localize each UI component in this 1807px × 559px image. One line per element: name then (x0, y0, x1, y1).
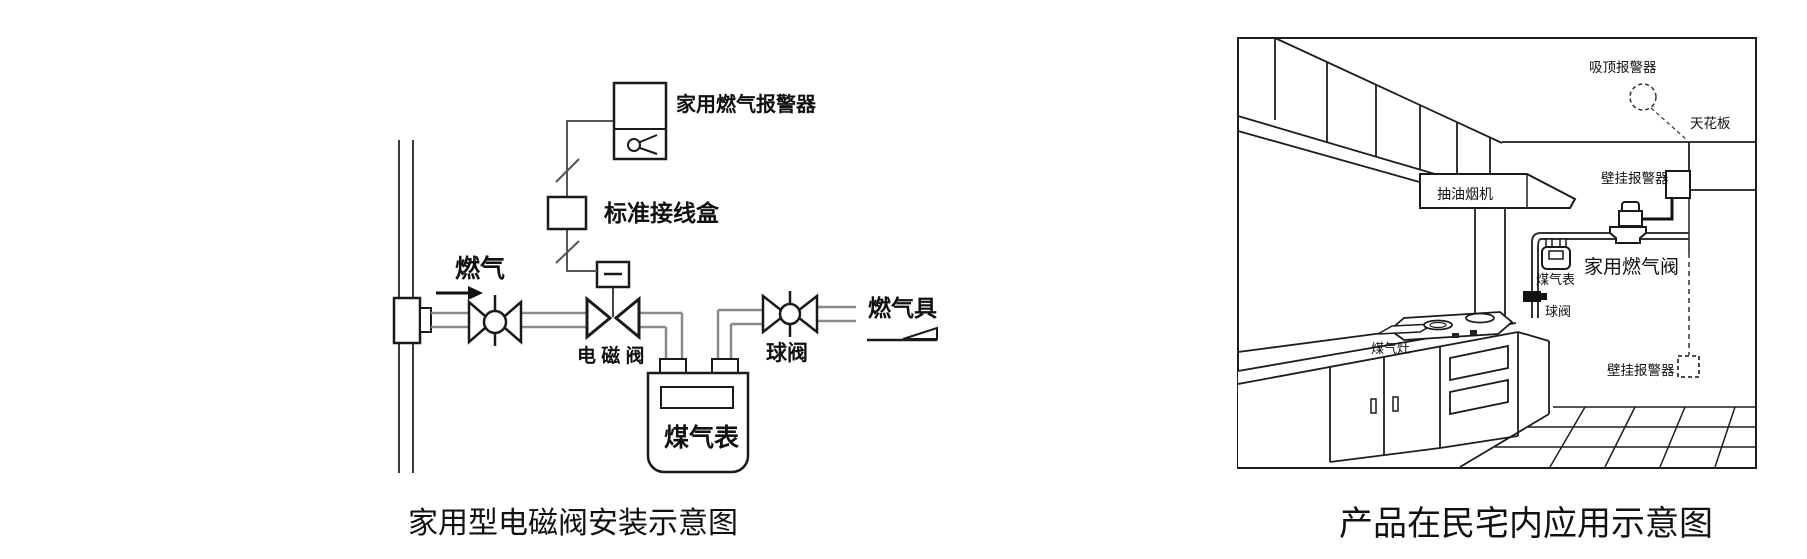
kitchen-ball-valve (1523, 291, 1547, 302)
junction-box-label: 标准接线盒 (604, 200, 720, 226)
floor-alarm (1677, 355, 1700, 378)
household-gas-valve (1609, 199, 1674, 244)
ceiling-label: 天花板 (1690, 116, 1731, 131)
right-caption: 产品在民宅内应用示意图 (1339, 505, 1713, 543)
ceiling-alarm-label: 吸顶报警器 (1589, 60, 1657, 75)
gas-stove (1377, 311, 1514, 341)
solenoid-valve (585, 287, 641, 341)
wall-alarm-label: 壁挂报警器 (1601, 171, 1669, 186)
door-handle (1370, 398, 1377, 414)
gas-flow-arrow (436, 286, 483, 300)
drawer-front (1449, 378, 1509, 416)
pipe-fitting (419, 307, 432, 333)
manual-valve (467, 295, 523, 346)
kitchen-ball-valve-label: 球阀 (1545, 304, 1571, 319)
ceiling-alarm (1629, 83, 1657, 111)
kitchen-gas-meter-label: 煤气表 (1536, 272, 1575, 287)
drawer-front (1449, 344, 1509, 382)
ceiling-alarm-leader (1650, 107, 1688, 141)
pipe-tee-box (392, 296, 422, 345)
junction-box (546, 195, 588, 231)
range-hood-label: 抽油烟机 (1437, 186, 1493, 202)
gas-alarm-box (612, 81, 668, 161)
meter-display (660, 386, 734, 409)
ball-valve (761, 291, 819, 337)
gas-meter: 煤气表 (646, 358, 750, 474)
ball-valve-label: 球阀 (766, 342, 808, 365)
gas-appliance-label: 燃气具 (868, 295, 937, 321)
solenoid-actuator-box (595, 260, 631, 289)
appliance-symbol (867, 326, 938, 342)
hood-duct (1474, 208, 1506, 320)
gas-pipe (431, 305, 856, 361)
floor-alarm-label: 壁挂报警器 (1607, 363, 1675, 378)
range-hood: 抽油烟机 (1419, 173, 1577, 209)
door-handle (1392, 396, 1399, 412)
gas-meter-label: 煤气表 (664, 423, 740, 452)
wall-alarm (1665, 170, 1691, 199)
gas-flow-label: 燃气 (455, 254, 505, 283)
gas-stove-label: 煤气灶 (1371, 341, 1410, 356)
buzzer-icon (627, 134, 658, 155)
left-caption: 家用型电磁阀安装示意图 (408, 507, 738, 540)
kitchen-gas-meter (1541, 238, 1571, 270)
gas-alarm-label: 家用燃气报警器 (676, 92, 817, 116)
residential-application-diagram: 吸顶报警器 天花板 抽油烟机 (1237, 37, 1757, 543)
base-cabinets (1237, 316, 1550, 468)
solenoid-installation-diagram: 燃气 电 磁 阀 标准接线盒 (392, 81, 938, 540)
solenoid-valve-label: 电 磁 阀 (577, 344, 645, 367)
wiring (555, 120, 614, 272)
floor-tiles (1495, 406, 1756, 468)
household-gas-valve-label: 家用燃气阀 (1584, 256, 1679, 278)
